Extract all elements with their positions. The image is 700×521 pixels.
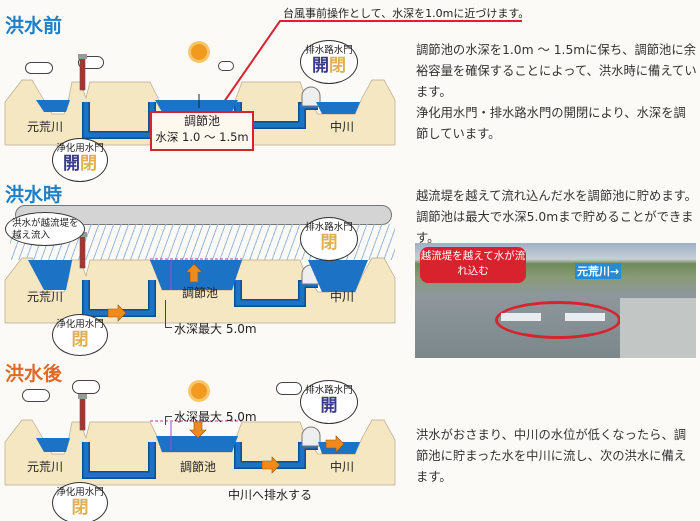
label-nakagawa: 中川 xyxy=(330,290,355,304)
drain-gate-bubble: 排水路水門 閉 xyxy=(300,217,358,261)
label-moto-arakawa: 元荒川 xyxy=(27,460,64,474)
pond-label: 調節池 xyxy=(182,286,219,300)
drain-gate-label: 排水路水門 xyxy=(305,222,353,233)
closed-label: 閉 xyxy=(329,56,346,76)
max-depth-label: 水深最大 5.0m xyxy=(174,322,257,336)
purify-gate-label: 浄化用水門 xyxy=(56,143,104,154)
cross-section-after xyxy=(0,380,400,490)
pond-depth-box: 調節池 水深 1.0 ～ 1.5m xyxy=(150,111,254,151)
gate-structure xyxy=(620,298,696,358)
closed-label: 閉 xyxy=(71,498,89,518)
open-label: 開 xyxy=(320,396,338,416)
description-after: 洪水がおさまり、中川の水位が低くなったら、調節池に貯まった水を中川に流し、次の洪… xyxy=(416,428,687,484)
depth-leader xyxy=(165,416,172,425)
overflow-note-bubble: 洪水が越流堤を越え流入 xyxy=(5,212,85,246)
closed-label: 閉 xyxy=(320,233,338,253)
photo-river-label: 元荒川→ xyxy=(575,263,622,279)
pond-label: 調節池 xyxy=(183,114,220,128)
cloud-icon xyxy=(22,389,50,402)
cross-section-before xyxy=(0,40,400,150)
typhoon-annotation: 台風事前操作として、水深を1.0mに近づけます。 xyxy=(283,7,530,20)
open-label: 開 xyxy=(63,154,80,174)
purify-gate-bubble: 浄化用水門 開閉 xyxy=(52,138,108,182)
closed-label: 閉 xyxy=(71,330,89,350)
cross-section-during xyxy=(0,218,400,328)
purify-gate-bubble: 浄化用水門 閉 xyxy=(52,482,108,521)
cloud-icon xyxy=(72,380,100,394)
drain-gate-bubble: 排水路水門 開閉 xyxy=(300,40,358,84)
panel-title-after: 洪水後 xyxy=(5,363,63,385)
pond-label: 調節池 xyxy=(180,460,217,474)
closed-label: 閉 xyxy=(80,154,97,174)
description-before-2: 浄化用水門・排水路水門の開閉により、水深を調節しています。 xyxy=(416,106,686,141)
panel-title-before: 洪水前 xyxy=(5,15,63,37)
max-depth-label: 水深最大 5.0m xyxy=(174,410,257,424)
purify-gate-label: 浄化用水門 xyxy=(56,319,104,330)
description-during: 越流堤を越えて流れ込んだ水を調節池に貯めます。調節池は最大で水深5.0mまで貯め… xyxy=(416,189,697,245)
purify-gate-bubble: 浄化用水門 閉 xyxy=(52,314,108,356)
panel-title-during: 洪水時 xyxy=(5,184,63,206)
weir xyxy=(565,313,605,321)
photo-callout: 越流堤を越えて水が流れ込む xyxy=(420,247,526,283)
overflow-note: 洪水が越流堤を越え流入 xyxy=(12,218,79,241)
cloud-icon xyxy=(276,382,302,395)
highlight-ellipse xyxy=(495,301,621,339)
sun-icon xyxy=(191,44,207,60)
cloud-icon xyxy=(218,61,234,71)
purify-gate-label: 浄化用水門 xyxy=(56,487,104,498)
description-before-1: 調節池の水深を1.0m ～ 1.5mに保ち、調節池に余裕容量を確保することによっ… xyxy=(416,43,697,99)
weir xyxy=(501,313,541,321)
label-nakagawa: 中川 xyxy=(330,120,355,134)
label-moto-arakawa: 元荒川 xyxy=(27,120,64,134)
drain-note: 中川へ排水する xyxy=(228,488,313,502)
open-label: 開 xyxy=(312,56,329,76)
drain-gate-label: 排水路水門 xyxy=(305,385,353,396)
overflow-weir-photo: 越流堤を越えて水が流れ込む 元荒川→ xyxy=(415,243,696,358)
cloud-icon xyxy=(25,62,53,74)
annotation-leader-line xyxy=(209,20,522,123)
drain-gate-bubble: 排水路水門 開 xyxy=(300,380,358,424)
pond-depth: 水深 1.0 ～ 1.5m xyxy=(155,130,249,144)
label-nakagawa: 中川 xyxy=(330,460,355,474)
label-moto-arakawa: 元荒川 xyxy=(27,290,64,304)
depth-leader xyxy=(165,300,172,328)
sun-icon xyxy=(191,383,207,399)
drain-gate-label: 排水路水門 xyxy=(305,45,353,56)
